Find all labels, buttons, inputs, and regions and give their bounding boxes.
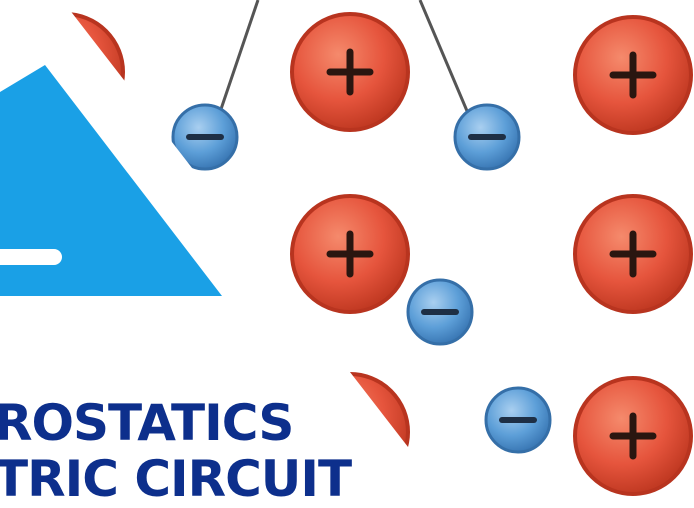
electron-charge [455,105,519,169]
wire-left [218,0,258,118]
proton-charge [575,196,691,312]
proton-charge [575,17,691,133]
triangle-accent-bar [0,249,62,265]
electron-charge [486,388,550,452]
proton-charge [292,14,408,130]
electron-charge [408,280,472,344]
wire-right [420,0,470,118]
proton-charge [575,378,691,494]
title-line-1: ROSTATICS [0,398,293,448]
title-line-2: TRIC CIRCUIT [0,454,351,504]
proton-charge [292,196,408,312]
